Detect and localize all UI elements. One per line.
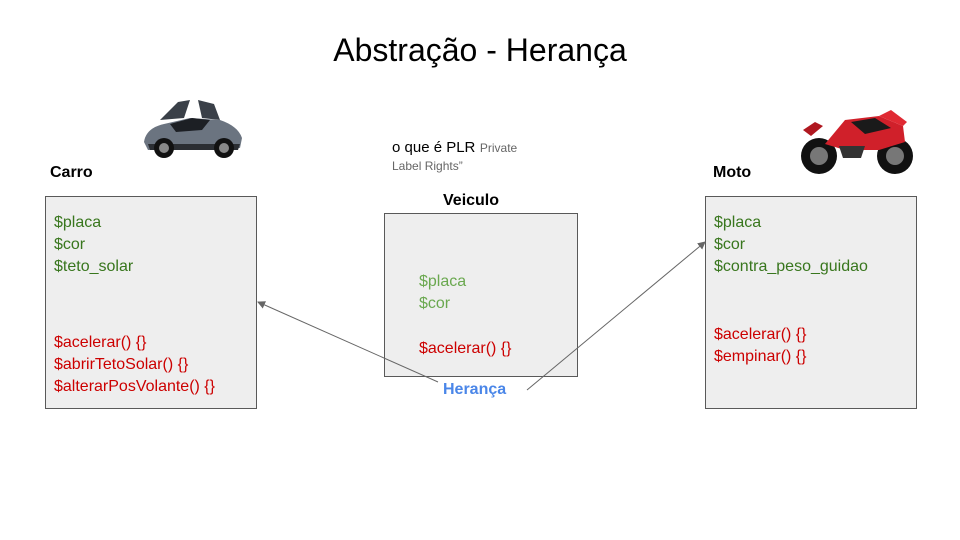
arrow-to-carro xyxy=(257,301,439,383)
carro-attribute: $placa xyxy=(54,214,102,231)
sports-car-image xyxy=(144,100,242,158)
carro-method: $abrirTetoSolar() {} xyxy=(54,356,189,373)
arrow-to-moto xyxy=(526,241,706,391)
carro-attribute: $teto_solar xyxy=(54,258,134,275)
carro-class-box: $placa $cor $teto_solar $acelerar() {} $… xyxy=(45,196,257,409)
moto-class-label: Moto xyxy=(713,164,752,181)
veiculo-class-label: Veiculo xyxy=(443,192,500,209)
carro-method: $acelerar() {} xyxy=(54,334,147,351)
plr-note: o que é PLR Private Label Rights” xyxy=(392,139,582,175)
veiculo-attribute: $placa xyxy=(419,273,467,290)
veiculo-class-box: $placa $cor $acelerar() {} xyxy=(384,213,578,377)
carro-class-label: Carro xyxy=(50,164,93,181)
note-small-text-2: Label Rights” xyxy=(392,159,463,173)
carro-attribute: $cor xyxy=(54,236,86,253)
moto-method: $empinar() {} xyxy=(714,348,807,365)
moto-attribute: $placa xyxy=(714,214,762,231)
moto-class-box: $placa $cor $contra_peso_guidao $acelera… xyxy=(705,196,917,409)
heranca-label: Herança xyxy=(443,381,507,398)
motorcycle-image xyxy=(801,110,913,174)
moto-method: $acelerar() {} xyxy=(714,326,807,343)
moto-attribute: $cor xyxy=(714,236,746,253)
veiculo-attribute: $cor xyxy=(419,295,451,312)
slide-title: Abstração - Herança xyxy=(333,32,627,68)
moto-attribute: $contra_peso_guidao xyxy=(714,258,868,275)
carro-method: $alterarPosVolante() {} xyxy=(54,378,215,395)
note-small-text-1: Private xyxy=(479,141,518,155)
note-main-text: o que é PLR xyxy=(392,139,476,156)
veiculo-method: $acelerar() {} xyxy=(419,340,512,357)
